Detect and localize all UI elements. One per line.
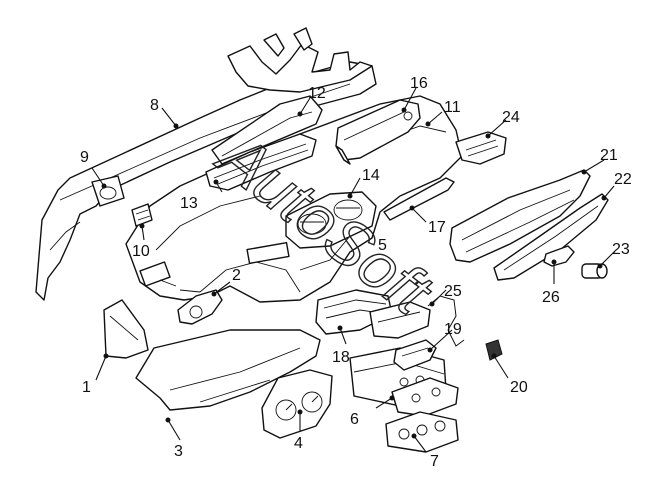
part-20-switch (485, 339, 503, 361)
callout-18: 18 (332, 349, 350, 366)
part-24-side-vent (455, 131, 507, 165)
callout-5: 5 (378, 237, 387, 254)
part-5-control-panel (391, 377, 459, 417)
part-3-knee-panel (135, 329, 321, 411)
part-16-glovebox-lid (335, 99, 421, 165)
callout-13: 13 (180, 195, 198, 212)
part-17-trim-strip (383, 177, 455, 221)
callout-10: 10 (132, 243, 150, 260)
part-18-air-ducts (315, 289, 431, 339)
part-23-knob (581, 263, 608, 279)
callout-6: 6 (350, 411, 359, 428)
callout-22: 22 (614, 171, 632, 188)
part-2-switch (177, 289, 223, 325)
callout-24: 24 (502, 109, 520, 126)
callout-23: 23 (612, 241, 630, 258)
callout-25: 25 (444, 283, 462, 300)
callout-17: 17 (428, 219, 446, 236)
callout-7: 7 (430, 453, 439, 470)
part-10-side-vent (131, 203, 153, 227)
part-1-end-cap (103, 299, 149, 359)
callout-26: 26 (542, 289, 560, 306)
callout-2: 2 (232, 267, 241, 284)
part-7-heater-control (385, 411, 459, 453)
callout-12: 12 (308, 85, 326, 102)
part-13-defroster-duct (205, 133, 317, 191)
callout-3: 3 (174, 443, 183, 460)
part-19-switch-block (393, 339, 437, 371)
callout-16: 16 (410, 75, 428, 92)
callout-21: 21 (600, 147, 618, 164)
part-8-crossbeam (35, 27, 377, 301)
part-26-clip (543, 245, 575, 267)
part-22-trim-panel (493, 193, 609, 281)
part-4-instrument-cluster (261, 369, 333, 439)
part-21-trim-panel (449, 169, 591, 263)
callout-labels: 1 2 3 4 5 6 7 8 9 10 11 12 13 14 16 17 1… (80, 75, 632, 470)
callout-20: 20 (510, 379, 528, 396)
callout-19: 19 (444, 321, 462, 338)
callout-4: 4 (294, 435, 303, 452)
part-14-center-bezel (285, 191, 377, 249)
leader-lines (91, 87, 615, 453)
callout-11: 11 (444, 99, 461, 116)
callout-1: 1 (82, 379, 91, 396)
callout-9: 9 (80, 149, 89, 166)
callout-14: 14 (362, 167, 380, 184)
callout-8: 8 (150, 97, 159, 114)
